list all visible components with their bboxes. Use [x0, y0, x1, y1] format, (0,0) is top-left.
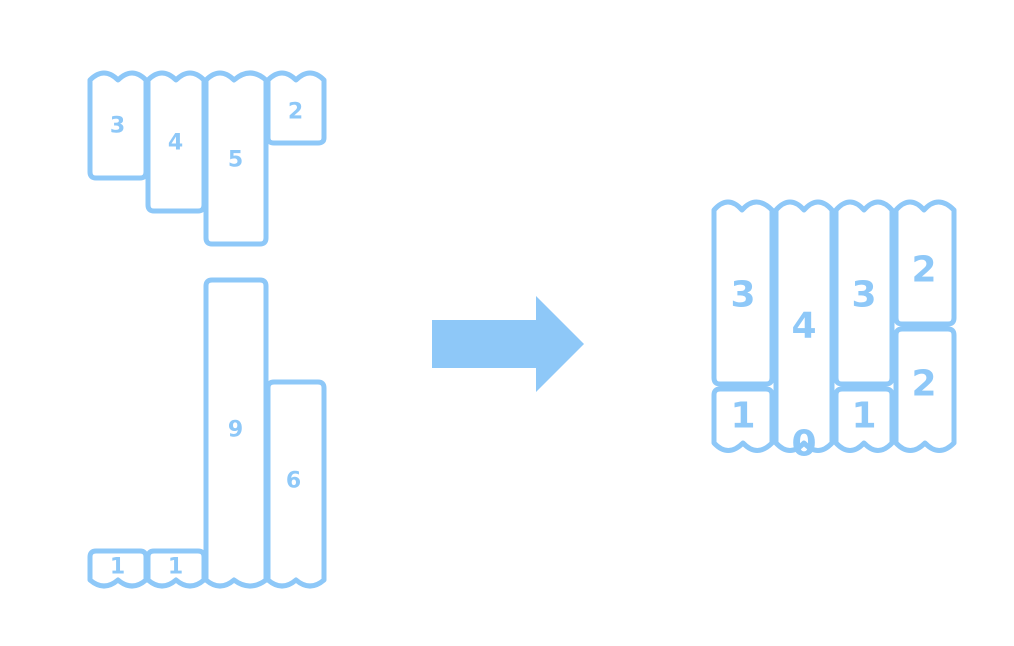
left-bottom-bar-6 [265, 379, 327, 589]
left-bottom-group: 1 1 9 6 [87, 277, 327, 589]
right-bar-col3-top-3 [833, 199, 895, 387]
left-top-bar-3-label: 3 [110, 114, 126, 139]
left-bottom-bar-1b [145, 548, 207, 589]
left-top-bar-5-label: 5 [228, 148, 244, 173]
left-bottom-bar-1a-label: 1 [110, 555, 126, 580]
right-group: 3 1 4 0 3 1 2 2 [711, 199, 957, 465]
left-top-bar-5 [203, 70, 269, 247]
left-bottom-bar-9 [203, 277, 269, 589]
right-bar-col3-top-3-label: 3 [851, 275, 876, 316]
right-bar-col4-bottom-2-label: 2 [911, 364, 936, 405]
right-bar-col3-bottom-1-label: 1 [851, 396, 876, 437]
right-bar-col1-bottom-1 [711, 386, 775, 453]
right-arrow-icon [432, 296, 584, 392]
right-bar-col2-tall-4 [773, 199, 835, 453]
right-bar-col4-top-2-label: 2 [911, 250, 936, 291]
right-bar-col1-bottom-1-label: 1 [730, 396, 755, 437]
left-top-bar-2-label: 2 [288, 100, 304, 125]
right-bar-col2-bottom-0-label: 0 [791, 424, 816, 465]
left-bottom-bar-9-label: 9 [228, 418, 244, 443]
right-bar-col3-bottom-1 [833, 386, 895, 453]
right-bar-col4-top-2 [893, 199, 957, 327]
right-bar-col1-top-3 [711, 199, 775, 387]
left-top-group: 3 4 5 2 [87, 70, 327, 247]
right-bar-col2-tall-4-label: 4 [791, 306, 816, 347]
right-bar-col1-top-3-label: 3 [730, 275, 755, 316]
left-top-bar-4-label: 4 [168, 131, 184, 156]
right-bar-col4-bottom-2 [893, 326, 957, 453]
left-bottom-bar-6-label: 6 [286, 469, 302, 494]
left-bottom-bar-1a [87, 548, 149, 589]
left-top-bar-2 [265, 70, 327, 146]
left-bottom-bar-1b-label: 1 [168, 555, 184, 580]
